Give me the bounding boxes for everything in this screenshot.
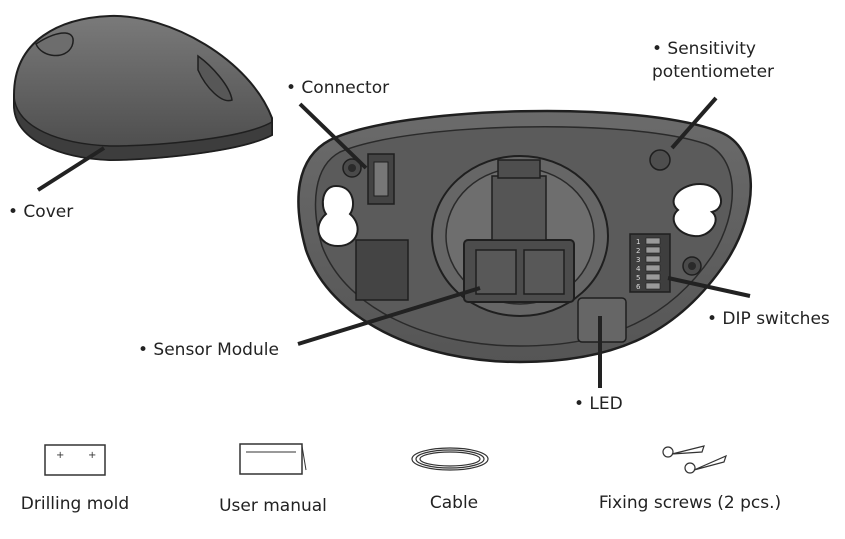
connector-label: • Connector bbox=[286, 78, 390, 98]
dip-switch-toggle bbox=[645, 282, 661, 290]
fixing-screws-caption: Fixing screws (2 pcs.) bbox=[598, 493, 782, 513]
dip-switch-number: 4 bbox=[636, 265, 641, 273]
led-label: • LED bbox=[574, 394, 623, 414]
dip-switch-toggle bbox=[645, 246, 661, 254]
cover-illustration bbox=[13, 14, 273, 162]
drilling-mold-icon: + + bbox=[44, 444, 106, 476]
cover-arrow bbox=[36, 146, 106, 192]
drilling-mold-caption: Drilling mold bbox=[20, 494, 130, 514]
dip-switch-number: 2 bbox=[636, 247, 640, 255]
dip-switch-toggle bbox=[645, 273, 661, 281]
cable-icon bbox=[411, 447, 489, 471]
sensor-module-label: • Sensor Module bbox=[138, 340, 279, 360]
svg-text:+: + bbox=[56, 450, 64, 461]
sensitivity-arrow bbox=[670, 96, 718, 150]
dip-switch-number: 6 bbox=[636, 283, 641, 291]
dip-switches-label: • DIP switches bbox=[707, 309, 830, 329]
base-housing bbox=[297, 109, 753, 364]
dip-switches-arrow bbox=[667, 276, 751, 298]
dip-switch-toggle bbox=[645, 255, 661, 263]
callout-arrows bbox=[36, 96, 751, 388]
dip-switch-number: 1 bbox=[636, 238, 640, 246]
sensitivity-potentiometer-label: • Sensitivity potentiometer bbox=[652, 39, 775, 82]
connector-arrow bbox=[298, 102, 368, 170]
dip-switch-number: 3 bbox=[636, 256, 640, 264]
dip-switch-toggle bbox=[645, 237, 661, 245]
sensor-module-arrow bbox=[297, 286, 481, 346]
dip-switch-number: 5 bbox=[636, 274, 640, 282]
cable-caption: Cable bbox=[429, 493, 479, 513]
fixing-screws-icon bbox=[662, 445, 727, 474]
svg-text:+: + bbox=[88, 450, 96, 461]
user-manual-icon bbox=[239, 443, 307, 475]
user-manual-caption: User manual bbox=[219, 496, 327, 516]
dip-switch-toggle bbox=[645, 264, 661, 272]
cover-label: • Cover bbox=[8, 202, 74, 222]
